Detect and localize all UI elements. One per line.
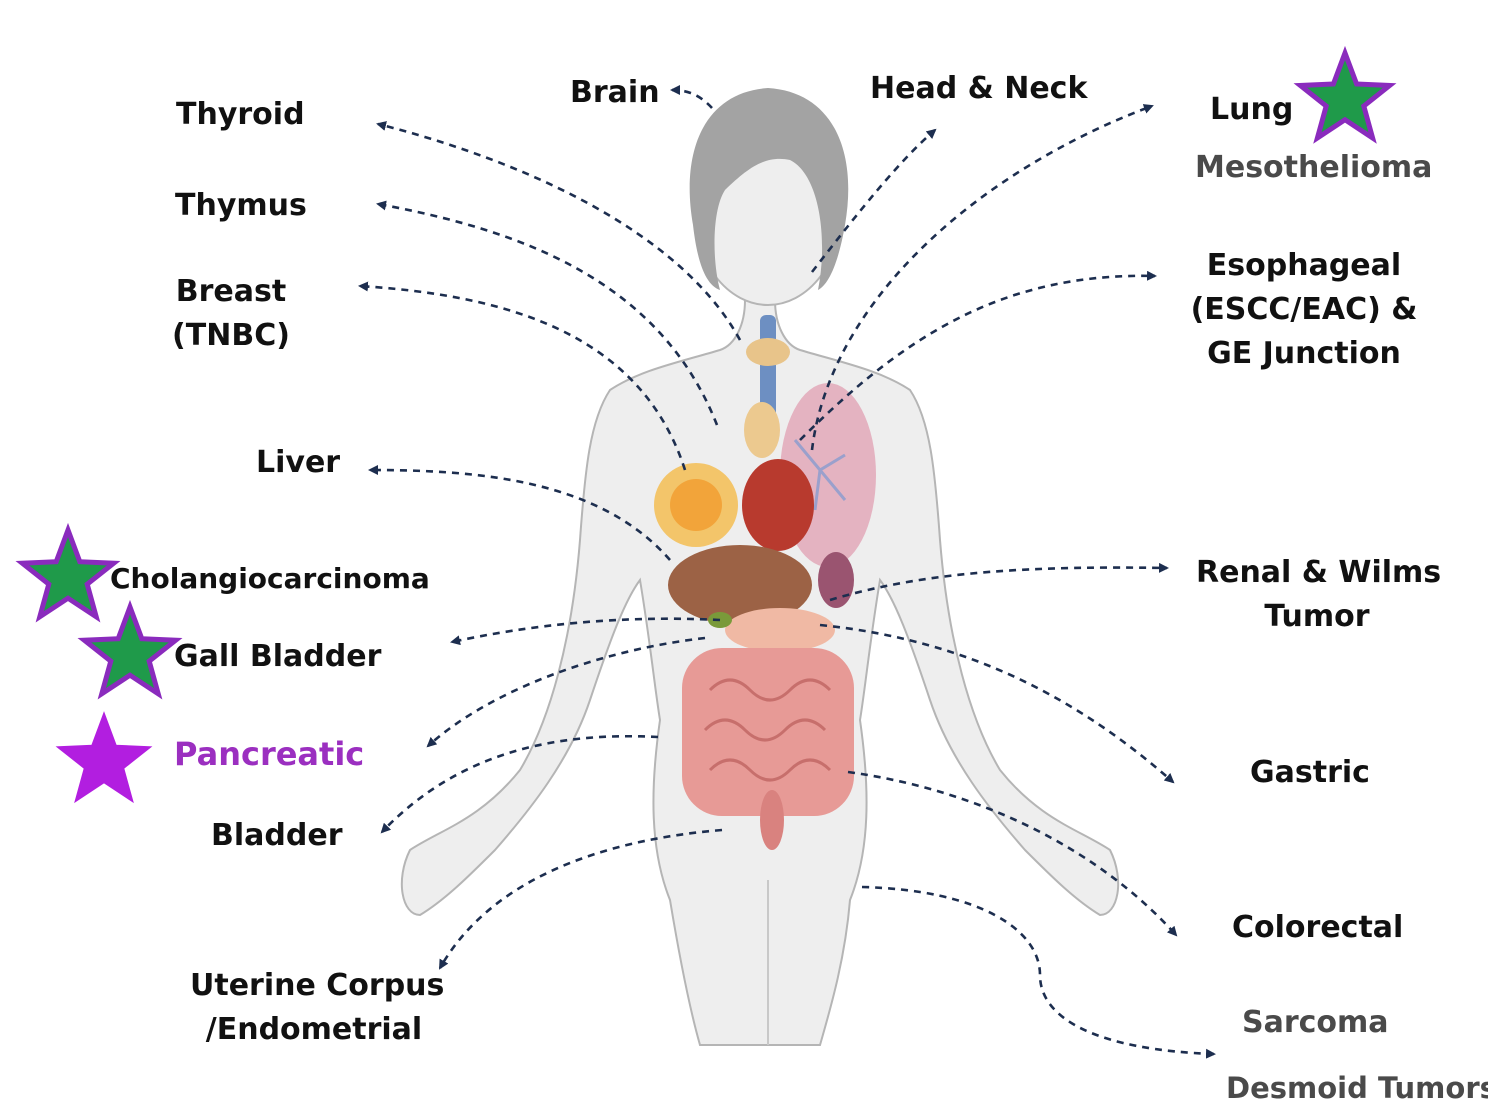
label-renal-line1: Renal & Wilms — [1196, 551, 1438, 595]
label-uterine: Uterine Corpus /Endometrial — [190, 964, 438, 1052]
thymus-gland — [744, 402, 780, 458]
label-thymus: Thymus — [175, 184, 307, 228]
label-head-neck: Head & Neck — [870, 67, 1087, 111]
intestines-organ — [682, 648, 854, 816]
label-thyroid: Thyroid — [176, 93, 305, 137]
label-esophageal-line3: GE Junction — [1190, 332, 1418, 376]
purple-star-icon — [58, 714, 149, 801]
label-esophageal: Esophageal (ESCC/EAC) & GE Junction — [1190, 244, 1418, 376]
kidney-organ — [818, 552, 854, 608]
label-lung: Lung — [1210, 88, 1293, 132]
arrow-sarcoma — [862, 887, 1214, 1054]
green-star-icon — [22, 530, 113, 617]
arrow-gastric — [820, 625, 1173, 782]
label-uterine-line2: /Endometrial — [190, 1008, 438, 1052]
label-mesothelioma: Mesothelioma — [1195, 146, 1432, 190]
label-uterine-line1: Uterine Corpus — [190, 964, 438, 1008]
label-renal: Renal & Wilms Tumor — [1196, 551, 1438, 639]
label-breast: Breast (TNBC) — [165, 270, 297, 358]
label-renal-line2: Tumor — [1196, 595, 1438, 639]
label-breast-line2: (TNBC) — [165, 314, 297, 358]
breast-inner — [670, 479, 722, 531]
rectum-organ — [760, 790, 784, 850]
label-breast-line1: Breast — [165, 270, 297, 314]
label-gall-bladder: Gall Bladder — [174, 635, 381, 679]
label-bladder: Bladder — [211, 814, 342, 858]
label-brain: Brain — [570, 71, 660, 115]
stomach-organ — [725, 608, 835, 652]
label-gastric: Gastric — [1250, 751, 1370, 795]
label-cholangiocarcinoma: Cholangiocarcinoma — [110, 557, 430, 601]
label-esophageal-line2: (ESCC/EAC) & — [1190, 288, 1418, 332]
label-colorectal: Colorectal — [1232, 906, 1403, 950]
label-pancreatic: Pancreatic — [174, 732, 364, 776]
label-liver: Liver — [256, 441, 340, 485]
thyroid-gland — [746, 338, 790, 366]
heart-organ — [742, 459, 814, 551]
arrow-thyroid — [378, 124, 740, 340]
green-star-icon — [1300, 53, 1389, 138]
label-desmoid: Desmoid Tumors — [1226, 1066, 1488, 1110]
arrow-brain — [672, 90, 712, 108]
label-esophageal-line1: Esophageal — [1190, 244, 1418, 288]
label-sarcoma: Sarcoma — [1242, 1001, 1389, 1045]
